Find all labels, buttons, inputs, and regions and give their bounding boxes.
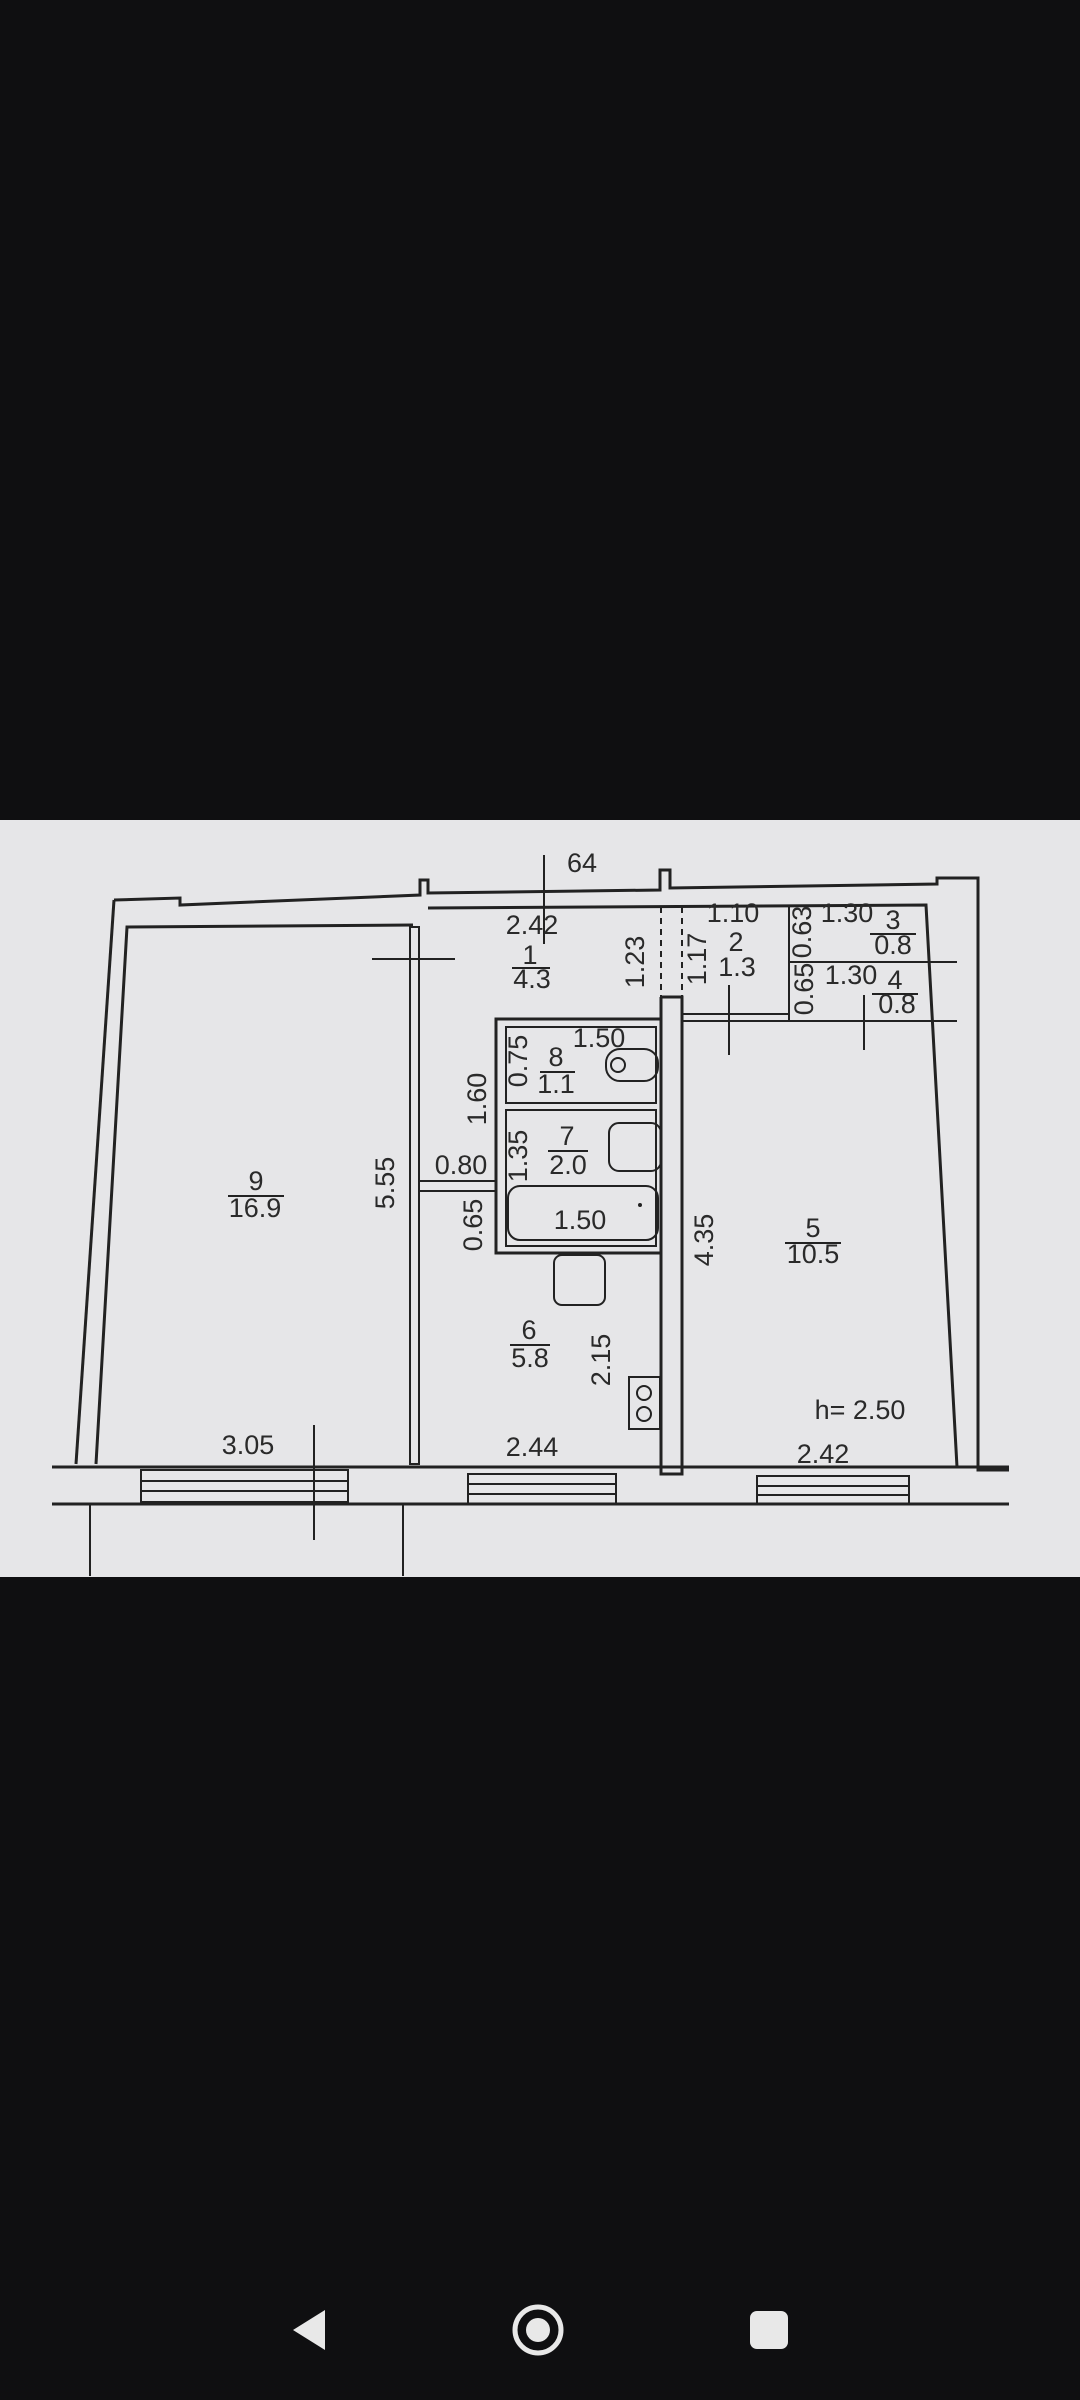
room-9-area: 16.9 xyxy=(229,1193,282,1223)
dim-top-marker: 64 xyxy=(567,848,597,878)
toilet-icon xyxy=(605,1048,659,1082)
room-5-number: 5 xyxy=(805,1213,820,1243)
dim-wc-depth: 0.75 xyxy=(503,1035,533,1088)
dim-wall-080: 0.80 xyxy=(435,1150,488,1180)
dim-tub-length: 1.50 xyxy=(554,1205,607,1235)
recents-button[interactable] xyxy=(739,2300,799,2360)
room-1-number: 1 xyxy=(522,940,537,970)
room-1-area: 4.3 xyxy=(513,964,551,994)
dim-room9-depth: 5.55 xyxy=(370,1157,400,1210)
room-8-area: 1.1 xyxy=(537,1069,575,1099)
dim-closet4-width: 1.30 xyxy=(825,960,878,990)
room-labels: 1 4.3 2 1.3 3 0.8 4 0.8 5 10.5 6 5.8 7 2… xyxy=(228,905,918,1373)
dimension-lines xyxy=(313,855,865,1540)
dim-closet3-depth: 0.63 xyxy=(787,906,817,959)
bathtub-icon xyxy=(507,1185,659,1241)
room-2-number: 2 xyxy=(728,927,743,957)
dim-closet2-depth: 1.17 xyxy=(682,933,712,986)
back-button[interactable] xyxy=(279,2300,339,2360)
room-3-area: 0.8 xyxy=(874,930,912,960)
room-6-number: 6 xyxy=(521,1315,536,1345)
dim-closet2-width: 1.10 xyxy=(707,898,760,928)
sink-icon xyxy=(608,1122,662,1172)
fixtures xyxy=(507,1048,662,1430)
dim-hall-width: 2.42 xyxy=(506,910,559,940)
stove-icon xyxy=(628,1376,661,1430)
back-triangle-icon xyxy=(293,2310,325,2350)
dim-bath-block: 1.60 xyxy=(462,1073,492,1126)
dim-hall-door: 1.23 xyxy=(620,936,650,989)
dim-bath-depth: 1.35 xyxy=(503,1130,533,1183)
room-9-number: 9 xyxy=(248,1166,263,1196)
room-5-area: 10.5 xyxy=(787,1239,840,1269)
room-4-area: 0.8 xyxy=(878,989,916,1019)
home-button[interactable] xyxy=(508,2300,568,2360)
kitchen-sink-icon xyxy=(553,1254,606,1306)
navigation-bar xyxy=(0,2260,1080,2400)
dim-kitchen-depth: 2.15 xyxy=(586,1334,616,1387)
room-7-area: 2.0 xyxy=(549,1150,587,1180)
dim-kitchen-065: 0.65 xyxy=(458,1199,488,1252)
dim-closet4-depth: 0.65 xyxy=(789,963,819,1016)
room-3-number: 3 xyxy=(885,905,900,935)
paper-background xyxy=(0,820,1080,1577)
room-8-number: 8 xyxy=(548,1042,563,1072)
dim-closet3-width: 1.30 xyxy=(821,898,874,928)
home-circle-icon xyxy=(512,2304,564,2356)
ceiling-height: h= 2.50 xyxy=(815,1395,906,1425)
recents-square-icon xyxy=(750,2311,788,2349)
dim-room5-depth: 4.35 xyxy=(689,1214,719,1267)
room-7-number: 7 xyxy=(559,1121,574,1151)
dimension-labels: 64 2.42 1.23 1.17 1.10 0.63 1.30 0.65 1.… xyxy=(222,848,906,1469)
room-6-area: 5.8 xyxy=(511,1343,549,1373)
room-4-number: 4 xyxy=(887,965,902,995)
dim-room9-width: 3.05 xyxy=(222,1430,275,1460)
dim-kitchen-width: 2.44 xyxy=(506,1432,559,1462)
room-2-area: 1.3 xyxy=(718,952,756,982)
dim-wc-width: 1.50 xyxy=(573,1023,626,1053)
dim-room5-width: 2.42 xyxy=(797,1439,850,1469)
